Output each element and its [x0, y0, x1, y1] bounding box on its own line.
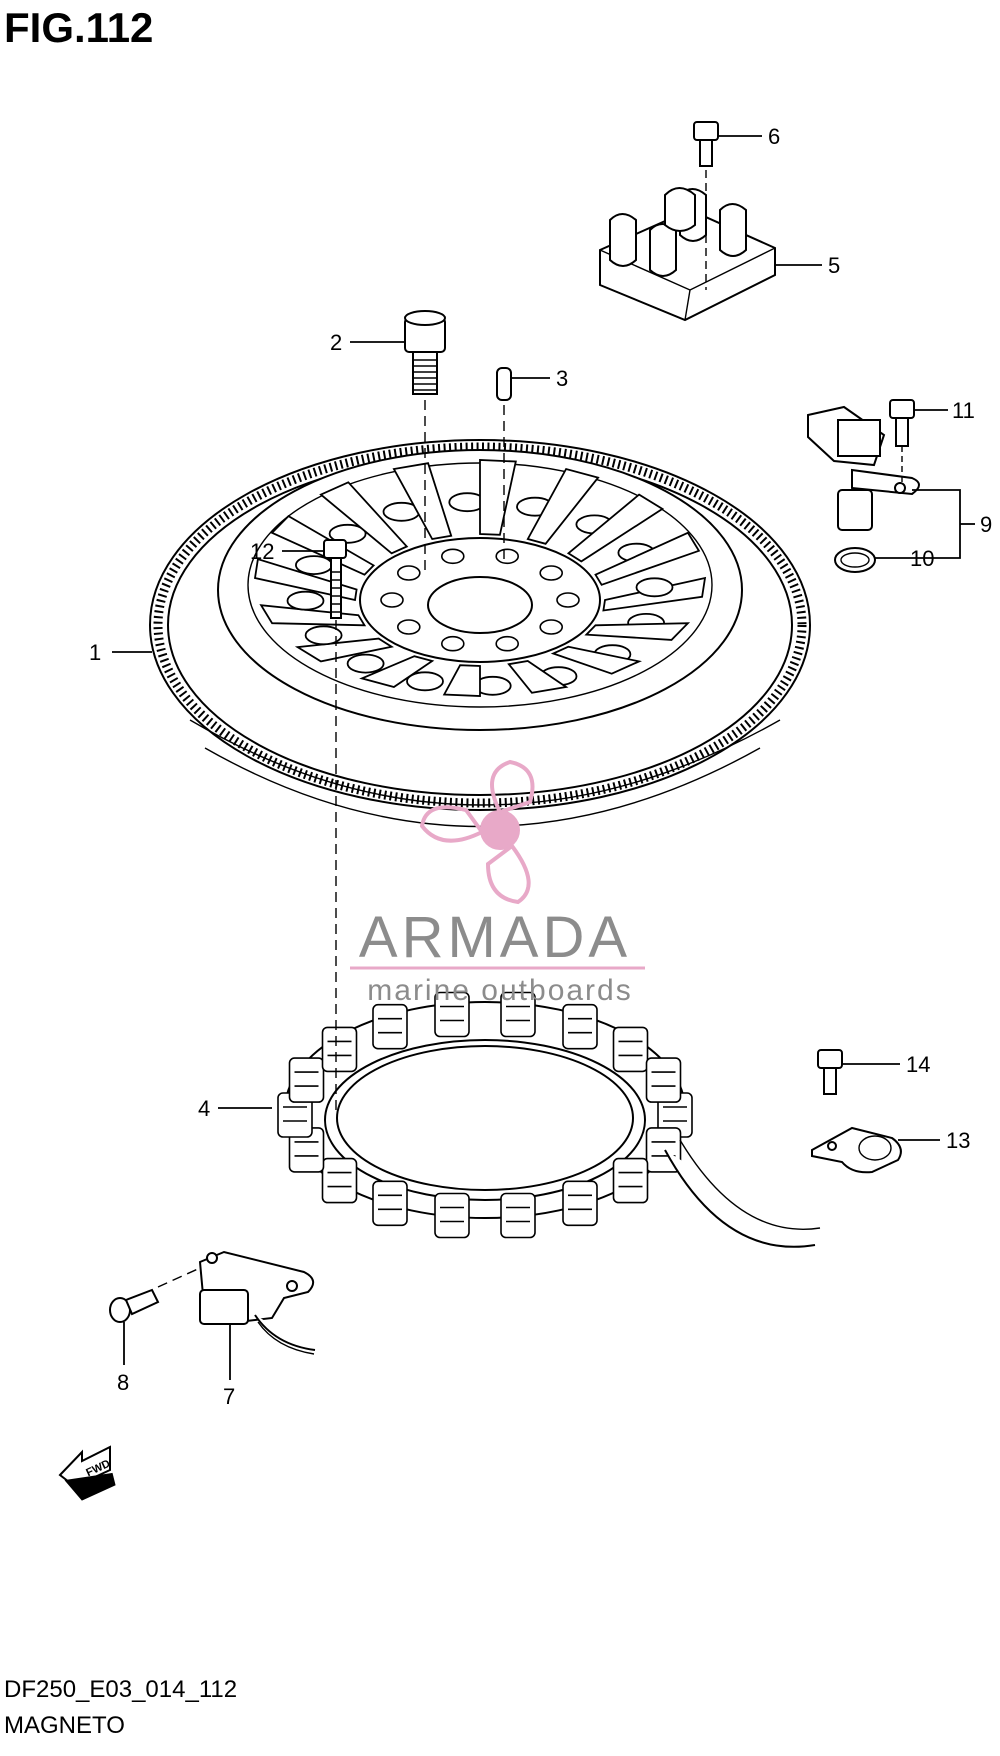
stator-coil: [500, 991, 536, 1038]
callout-13: 13: [946, 1128, 970, 1153]
hub-hole: [396, 565, 421, 581]
figure-name: MAGNETO: [4, 1712, 125, 1739]
fan-blade: [594, 531, 701, 586]
o-ring: [834, 547, 876, 573]
sensor-bolt: [889, 399, 915, 485]
clamp-bolt: [817, 1049, 843, 1095]
holder-bolt: [693, 121, 719, 290]
stator-coil: [372, 1003, 408, 1050]
stator-coil: [321, 1026, 358, 1073]
hub-hole: [396, 619, 421, 635]
armada-watermark: ARMADA marine outboards: [350, 759, 645, 1007]
pulser-screw: [109, 1288, 160, 1323]
callout-9: 9: [980, 512, 992, 537]
callout-4: 4: [198, 1096, 210, 1121]
callout-11: 11: [952, 398, 975, 423]
fwd-arrow-icon: FWD: [58, 1445, 116, 1501]
flywheel-bolt: [404, 310, 446, 575]
fan-blade: [392, 462, 453, 540]
stator-coil: [612, 1026, 649, 1073]
stator-coil: [321, 1157, 358, 1204]
stator-coil: [288, 1057, 325, 1103]
hub-hole: [380, 592, 404, 608]
callouts: 1 2 3 4 5 6 7 8 9 10 11 12 13: [89, 124, 992, 1409]
hub-hole: [539, 565, 564, 581]
crank-position-sensor: [807, 405, 920, 531]
fan-blade: [584, 622, 691, 641]
figure-code: DF250_E03_014_112: [4, 1676, 238, 1703]
fan-window: [406, 671, 444, 692]
fan-blade: [294, 637, 394, 663]
callout-5: 5: [828, 253, 840, 278]
stator-coil: [372, 1180, 408, 1227]
watermark-brand: ARMADA: [359, 905, 631, 970]
callout-8: 8: [117, 1370, 129, 1395]
stator-coil: [562, 1180, 598, 1227]
hub-hole: [539, 619, 564, 635]
stator: [277, 991, 821, 1248]
stator-coil: [612, 1157, 649, 1204]
stator-coil: [500, 1192, 536, 1239]
watermark-tagline: marine outboards: [367, 974, 632, 1007]
fan-blade: [270, 514, 376, 576]
propeller-logo-icon: [419, 759, 535, 905]
fan-blade: [359, 655, 435, 688]
stator-bolt: [323, 539, 347, 1110]
fan-window: [635, 577, 674, 598]
hub-hole: [440, 635, 465, 652]
stator-coil: [288, 1127, 325, 1173]
dowel-pin: [496, 367, 512, 560]
fan-blade: [550, 645, 643, 675]
figure-title: FIG.112: [4, 4, 154, 51]
fan-blade: [259, 604, 367, 627]
fan-blade: [507, 660, 569, 694]
wire-holder: [599, 187, 776, 322]
fan-blade: [319, 481, 409, 555]
stator-coil: [434, 991, 470, 1038]
fan-blade: [566, 493, 665, 563]
fan-window: [286, 590, 325, 611]
callout-3: 3: [556, 366, 568, 391]
fan-window: [328, 523, 367, 544]
hub-hole: [495, 635, 520, 652]
pulser-coil: [157, 1250, 316, 1355]
flywheel: [149, 439, 811, 828]
fan-blade: [442, 664, 481, 697]
hub-hole: [556, 592, 580, 608]
cable-clamp: [811, 1126, 902, 1174]
callout-1: 1: [89, 640, 101, 665]
fan-blade: [526, 467, 600, 545]
callout-6: 6: [768, 124, 780, 149]
fan-blade: [479, 459, 517, 536]
stator-coil: [562, 1003, 598, 1050]
fan-window: [346, 653, 385, 674]
fan-window: [304, 625, 343, 646]
hub-hole: [440, 548, 465, 565]
callout-14: 14: [906, 1052, 930, 1077]
stator-coil: [434, 1192, 470, 1239]
hub-hole: [495, 548, 520, 565]
callout-10: 10: [910, 546, 934, 571]
callout-7: 7: [223, 1384, 235, 1409]
callout-2: 2: [330, 330, 342, 355]
stator-coil: [645, 1057, 682, 1103]
callout-12: 12: [250, 539, 274, 564]
